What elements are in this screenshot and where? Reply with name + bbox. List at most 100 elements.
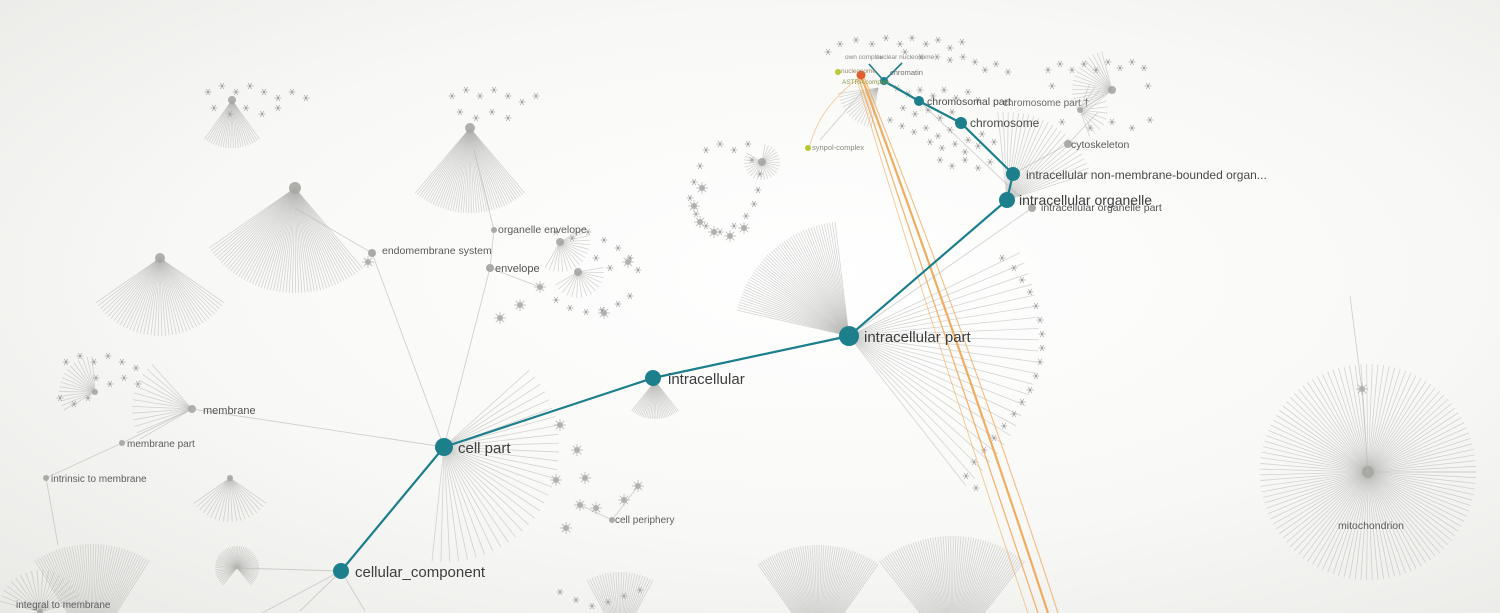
star-node[interactable] <box>1010 264 1018 272</box>
flower-node[interactable] <box>494 312 506 324</box>
star-node[interactable] <box>696 162 704 170</box>
star-node[interactable] <box>946 56 954 64</box>
node-label[interactable]: intrinsic to membrane <box>51 474 147 485</box>
star-node[interactable] <box>488 108 496 116</box>
star-node[interactable] <box>592 254 600 262</box>
star-node[interactable] <box>614 300 622 308</box>
star-node[interactable] <box>686 194 694 202</box>
flower-node[interactable] <box>598 307 610 319</box>
accent-node[interactable] <box>835 69 841 75</box>
gray-node[interactable] <box>609 517 615 523</box>
node-label[interactable]: membrane <box>203 405 256 417</box>
star-node[interactable] <box>882 34 890 42</box>
star-node[interactable] <box>898 122 906 130</box>
flower-node[interactable] <box>688 200 700 212</box>
star-node[interactable] <box>260 88 268 96</box>
star-node[interactable] <box>886 116 894 124</box>
star-node[interactable] <box>1032 372 1040 380</box>
star-node[interactable] <box>626 292 634 300</box>
node-label[interactable]: cytoskeleton <box>1071 139 1130 151</box>
star-node[interactable] <box>964 136 972 144</box>
star-node[interactable] <box>504 92 512 100</box>
star-node[interactable] <box>462 86 470 94</box>
star-node[interactable] <box>1018 276 1026 284</box>
star-node[interactable] <box>972 484 980 492</box>
star-node[interactable] <box>274 94 282 102</box>
gray-node[interactable] <box>486 264 494 272</box>
star-node[interactable] <box>908 34 916 42</box>
star-node[interactable] <box>911 110 919 118</box>
star-node[interactable] <box>1146 116 1154 124</box>
star-node[interactable] <box>750 200 758 208</box>
star-node[interactable] <box>274 104 282 112</box>
gray-node[interactable] <box>1064 140 1072 148</box>
gray-node[interactable] <box>1028 204 1036 212</box>
star-node[interactable] <box>922 40 930 48</box>
cluster-hub-node[interactable] <box>37 609 43 613</box>
star-node[interactable] <box>730 222 738 230</box>
star-node[interactable] <box>568 234 576 242</box>
node-label[interactable]: membrane part <box>127 439 195 450</box>
flower-node[interactable] <box>571 444 583 456</box>
node-label[interactable]: cell periphery <box>615 515 674 526</box>
star-node[interactable] <box>917 53 925 61</box>
star-node[interactable] <box>901 48 909 56</box>
star-node[interactable] <box>934 36 942 44</box>
star-node[interactable] <box>62 358 70 366</box>
node-label[interactable]: endomembrane system <box>382 245 492 257</box>
go-term-node[interactable] <box>839 326 859 346</box>
star-node[interactable] <box>246 82 254 90</box>
star-node[interactable] <box>916 86 924 94</box>
flower-node[interactable] <box>574 499 586 511</box>
star-node[interactable] <box>938 144 946 152</box>
cluster-hub-node[interactable] <box>228 96 236 104</box>
flower-node[interactable] <box>554 419 566 431</box>
star-node[interactable] <box>946 44 954 52</box>
star-node[interactable] <box>588 602 596 610</box>
star-node[interactable] <box>1116 64 1124 72</box>
star-node[interactable] <box>1056 60 1064 68</box>
go-term-node[interactable] <box>914 96 924 106</box>
star-node[interactable] <box>634 266 642 274</box>
star-node[interactable] <box>76 352 84 360</box>
star-node[interactable] <box>990 434 998 442</box>
star-node[interactable] <box>232 88 240 96</box>
flower-node[interactable] <box>590 502 602 514</box>
star-node[interactable] <box>92 374 100 382</box>
node-label[interactable]: cell part <box>458 440 511 457</box>
star-node[interactable] <box>748 156 756 164</box>
node-label[interactable]: own complex <box>845 54 884 61</box>
star-node[interactable] <box>600 236 608 244</box>
star-node[interactable] <box>1104 58 1112 66</box>
star-node[interactable] <box>964 88 972 96</box>
star-node[interactable] <box>204 88 212 96</box>
star-node[interactable] <box>929 92 937 100</box>
star-node[interactable] <box>258 110 266 118</box>
star-node[interactable] <box>690 178 698 186</box>
node-label[interactable]: nucleosome <box>841 68 876 75</box>
star-node[interactable] <box>961 148 969 156</box>
gray-node[interactable] <box>43 475 49 481</box>
star-node[interactable] <box>756 170 764 178</box>
flower-node[interactable] <box>694 216 706 228</box>
star-node[interactable] <box>302 94 310 102</box>
star-node[interactable] <box>532 92 540 100</box>
star-node[interactable] <box>744 140 752 148</box>
star-node[interactable] <box>1026 288 1034 296</box>
flower-node[interactable] <box>560 522 572 534</box>
star-node[interactable] <box>1004 68 1012 76</box>
star-node[interactable] <box>582 308 590 316</box>
node-label[interactable]: intracellular organelle <box>1019 192 1152 208</box>
star-node[interactable] <box>504 114 512 122</box>
star-node[interactable] <box>940 86 948 94</box>
node-label[interactable]: synpol-complex <box>812 143 864 152</box>
star-node[interactable] <box>56 394 64 402</box>
node-label[interactable]: chromosomal part <box>927 96 1011 108</box>
node-label[interactable]: chromosome part † <box>1003 98 1089 109</box>
node-label[interactable]: intracellular organelle part <box>1041 202 1162 214</box>
star-node[interactable] <box>946 126 954 134</box>
star-node[interactable] <box>1018 398 1026 406</box>
star-node[interactable] <box>1128 58 1136 66</box>
cluster-hub-node[interactable] <box>289 182 301 194</box>
star-node[interactable] <box>604 598 612 606</box>
